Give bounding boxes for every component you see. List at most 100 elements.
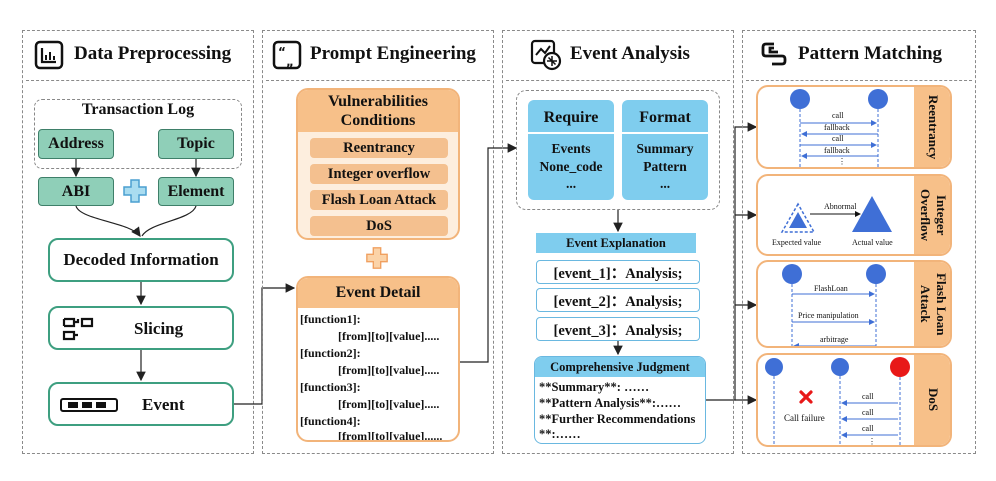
- failure-x-icon: [799, 390, 813, 404]
- panel-event-analysis: [502, 30, 734, 454]
- panel-data-preprocessing: [22, 30, 254, 454]
- panel-prompt-engineering-header: “ „ Prompt Engineering: [262, 30, 494, 80]
- event-explanation-header: Event Explanation: [536, 233, 696, 253]
- vulnerabilities-card: Vulnerabilities Conditions Reentrancy In…: [296, 88, 460, 240]
- reentrancy-card: Reentrancy call fallback call fallback ⋮: [756, 85, 952, 169]
- event-label: Event: [142, 395, 185, 414]
- format-item: ...: [659, 176, 671, 192]
- vuln-item-flash-loan: Flash Loan Attack: [310, 190, 448, 210]
- event-detail-header: Event Detail: [298, 278, 458, 308]
- svg-text:„: „: [286, 55, 294, 69]
- svg-text:“: “: [278, 45, 286, 59]
- require-item: None_code: [539, 158, 603, 174]
- event-analysis-item: [event_1]：Analysis;: [536, 260, 700, 284]
- slicing-label: Slicing: [134, 319, 184, 338]
- abi-box: ABI: [38, 177, 114, 206]
- analysis-icon: [530, 39, 562, 71]
- dos-tab: DoS: [914, 355, 950, 445]
- vuln-item-dos: DoS: [310, 216, 448, 236]
- pattern-icon: [761, 42, 787, 66]
- code-line: [function4]:: [300, 414, 361, 428]
- code-line: [from][to][value].....: [338, 363, 440, 377]
- event-box: Event: [48, 382, 234, 426]
- judgment-header: Comprehensive Judgment: [535, 357, 705, 377]
- format-item: Pattern: [643, 158, 687, 174]
- reentrancy-msg: fallback: [824, 146, 850, 155]
- event-chain-icon: [60, 398, 118, 412]
- flash-loan-msg: arbitrage: [820, 335, 849, 344]
- dos-failure-label: Call failure: [784, 413, 825, 423]
- overflow-abnormal-label: Abnormal: [824, 202, 857, 211]
- decoded-information-box: Decoded Information: [48, 238, 234, 282]
- require-card: Require Events None_code ...: [528, 100, 614, 200]
- require-item: ...: [565, 176, 577, 192]
- reentrancy-msg: ⋮: [838, 157, 846, 166]
- judgment-line: **Summary**: ……: [539, 380, 650, 394]
- panel-event-analysis-header: Event Analysis: [502, 30, 734, 80]
- panel-divider: [506, 80, 730, 81]
- slicing-icon: [62, 317, 94, 341]
- judgment-line: **:……: [539, 427, 581, 441]
- overflow-actual-label: Actual value: [852, 238, 893, 247]
- judgment-line: **Pattern Analysis**:……: [539, 396, 682, 410]
- panel-prompt-engineering: [262, 30, 494, 454]
- conditions-title: Conditions: [340, 112, 416, 129]
- chart-icon: [34, 40, 64, 70]
- code-line: [from][to][value]......: [338, 429, 443, 442]
- panel-title: Prompt Engineering: [310, 43, 476, 64]
- reentrancy-sequence: [790, 89, 888, 167]
- flash-loan-card: Flash Loan Attack FlashLoan Price manipu…: [756, 260, 952, 348]
- quote-icon: “ „: [272, 40, 302, 70]
- vuln-item-integer-overflow: Integer overflow: [310, 164, 448, 184]
- flash-loan-sequence: [782, 264, 886, 346]
- vuln-item-reentrancy: Reentrancy: [310, 138, 448, 158]
- dos-msg: call: [862, 408, 874, 417]
- topic-box: Topic: [158, 129, 234, 159]
- panel-divider: [746, 80, 972, 81]
- vulnerabilities-title: Vulnerabilities: [328, 92, 428, 110]
- element-box: Element: [158, 177, 234, 206]
- dos-label: DoS: [926, 388, 941, 412]
- code-line: [function3]:: [300, 380, 361, 394]
- code-line: [function1]:: [300, 312, 361, 326]
- dos-msg: call: [862, 392, 874, 401]
- overflow-expected-label: Expected value: [772, 238, 822, 247]
- integer-overflow-label: Integer Overflow: [918, 189, 949, 241]
- dos-sequence: [765, 357, 910, 445]
- flash-loan-tab: Flash Loan Attack: [914, 262, 950, 346]
- dos-msg: ⋮: [868, 437, 876, 446]
- code-line: [function2]:: [300, 346, 361, 360]
- format-item: Summary: [636, 141, 694, 156]
- vulnerabilities-header: Vulnerabilities Conditions: [298, 90, 458, 132]
- panel-divider: [266, 80, 490, 81]
- event-analysis-item: [event_3]：Analysis;: [536, 317, 700, 341]
- panel-title: Data Preprocessing: [74, 43, 232, 64]
- require-title: Require: [528, 104, 614, 134]
- panel-data-preprocessing-header: Data Preprocessing: [22, 30, 254, 80]
- format-items: Summary Pattern ...: [622, 140, 708, 193]
- format-title: Format: [622, 104, 708, 134]
- require-items: Events None_code ...: [528, 140, 614, 193]
- requirements-group: [516, 90, 720, 210]
- integer-overflow-card: Integer Overflow Abnormal Expected value…: [756, 174, 952, 256]
- transaction-log-title: Transaction Log: [81, 101, 195, 118]
- plus-icon: [366, 247, 388, 269]
- reentrancy-tab: Reentrancy: [914, 87, 950, 167]
- panel-title: Pattern Matching: [798, 43, 943, 64]
- reentrancy-msg: call: [832, 134, 844, 143]
- reentrancy-msg: call: [832, 111, 844, 120]
- dos-msg: call: [862, 424, 874, 433]
- overflow-triangles: [780, 196, 892, 233]
- integer-overflow-tab: Integer Overflow: [914, 176, 950, 254]
- event-detail-card: Event Detail [function1]: [from][to][val…: [296, 276, 460, 442]
- flash-loan-label: Flash Loan Attack: [918, 272, 949, 336]
- reentrancy-label: Reentrancy: [926, 94, 941, 160]
- reentrancy-msg: fallback: [824, 123, 850, 132]
- panel-divider: [26, 80, 250, 81]
- format-card: Format Summary Pattern ...: [622, 100, 708, 200]
- require-item: Events: [551, 141, 591, 156]
- flash-loan-msg: Price manipulation: [798, 311, 859, 320]
- judgment-line: **Further Recommendations: [539, 412, 696, 426]
